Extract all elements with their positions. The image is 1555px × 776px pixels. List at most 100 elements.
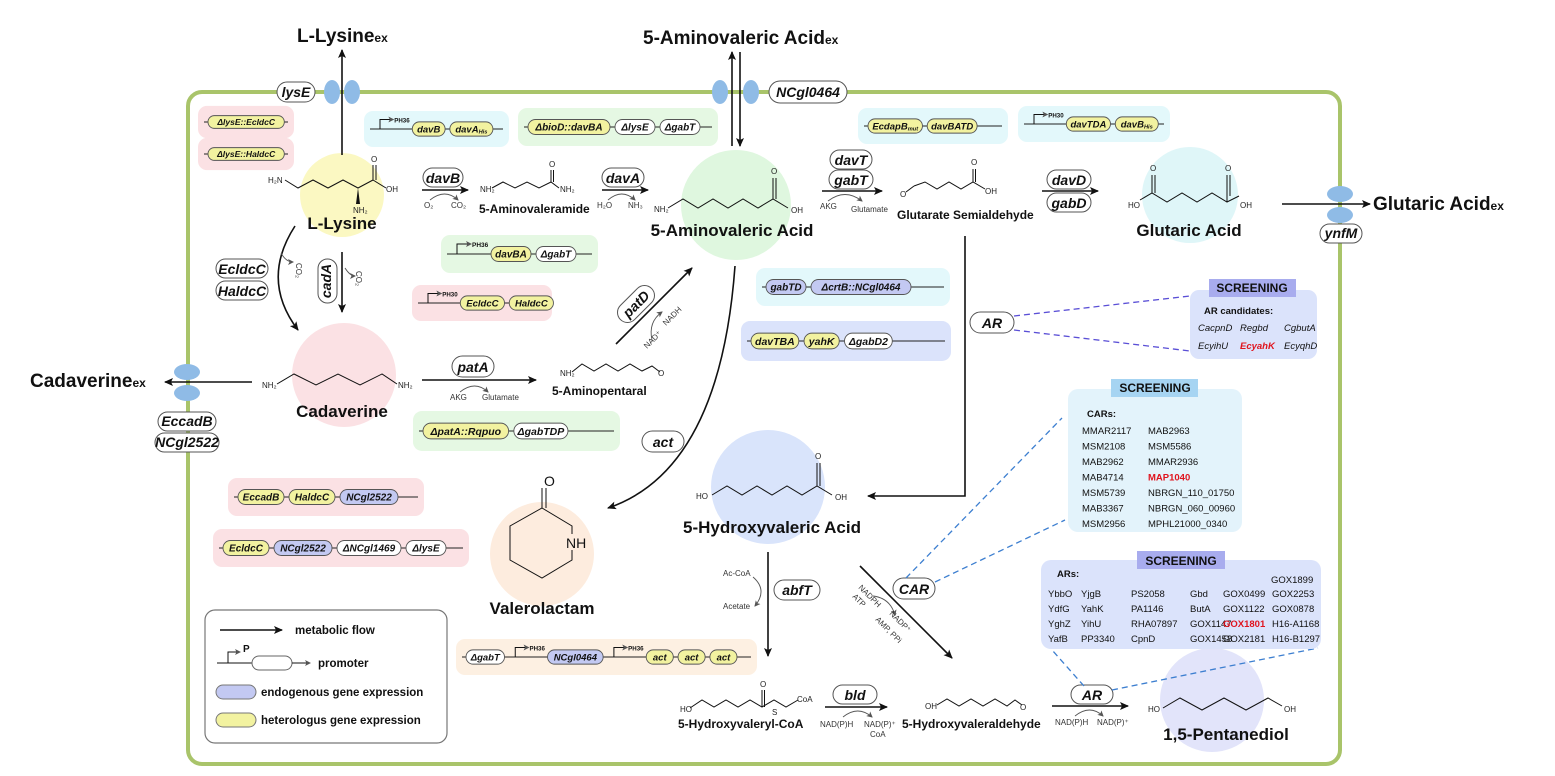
gene-heterologous — [750, 332, 800, 350]
aminopentanal-label: 5-Aminopentaral — [552, 384, 647, 398]
screening-item: H16-B1297 — [1272, 634, 1320, 645]
hydroxyvaleric-structure: HO OH O — [696, 452, 847, 502]
screening-item: YdfG — [1048, 604, 1070, 615]
construct-c10: davTBA yahK ΔgabD2 — [741, 321, 951, 361]
gene-label: EcdapBmut — [872, 121, 919, 132]
screening-item: MPHL21000_0340 — [1148, 519, 1227, 530]
nadp-p-label-2: NAD(P)⁺ — [1097, 718, 1129, 727]
lysine-label: L-Lysine — [307, 214, 376, 233]
screening-item: MSM2956 — [1082, 519, 1125, 530]
screening-item: CgbutA — [1284, 323, 1316, 334]
nadp-p-label-1: NAD(P)⁺ — [864, 720, 896, 729]
gabt-label: gabT — [833, 172, 869, 188]
gene-heterologous — [490, 246, 532, 262]
dava-cofactor-arrow — [607, 193, 636, 201]
screening-item: GOX1147 — [1190, 619, 1232, 630]
act-arrow — [607, 265, 736, 510]
gene-label: davTBA — [755, 336, 795, 348]
screening-item: MMAR2117 — [1082, 426, 1131, 437]
patd-arrow — [615, 267, 693, 345]
car-cofactor-arrow — [872, 595, 897, 616]
ldcc-arrow — [277, 225, 299, 331]
screening-item: Gbd — [1190, 589, 1208, 600]
lys-nh2: NH₂ — [353, 206, 368, 215]
gabd-label: gabD — [1051, 195, 1087, 211]
cada-enzyme: cadA — [317, 258, 338, 304]
davb-cofactor-arrow — [429, 193, 459, 201]
screening-item: CpnD — [1131, 634, 1155, 645]
glutaric-label: Glutaric Acid — [1136, 221, 1241, 240]
cada-co2-arrow — [344, 267, 356, 279]
gene-deletion — [513, 422, 569, 440]
bld-cofactor-arrow — [842, 710, 873, 718]
gene-deletion — [614, 119, 656, 135]
gene-label: gabTD — [769, 283, 801, 294]
act-enzyme: act — [641, 430, 685, 453]
gene-deletion — [465, 649, 505, 665]
gene-deletion — [844, 332, 893, 350]
ecldcc-enzyme: EcldcC — [215, 258, 269, 279]
screening-title-2: SCREENING — [1119, 381, 1190, 395]
gene-heterologous — [867, 118, 923, 134]
gene-label: NCgl0464 — [554, 652, 598, 663]
halo-ava — [681, 150, 791, 260]
promoter-icon — [379, 116, 395, 129]
co2-label: CO₂ — [451, 201, 466, 210]
co2-ldcc-label: CO₂ — [294, 263, 303, 278]
screening-item: PP3340 — [1081, 634, 1115, 645]
promoter-label: PH30 — [1048, 112, 1064, 119]
screening-item: EcyihU — [1198, 341, 1228, 352]
screening-item: MAB3367 — [1082, 504, 1124, 515]
legend-flow-label: metabolic flow — [295, 625, 375, 637]
hydroxyvaleraldehyde-label: 5-Hydroxyvaleraldehyde — [902, 717, 1041, 731]
gene-label: ΔgabT — [470, 652, 501, 663]
ava-label: 5-Aminovaleric Acid — [651, 221, 814, 240]
ar2-enzyme: AR — [1070, 684, 1114, 705]
ava-amide-nh2-left: NH₂ — [480, 185, 495, 194]
gene-heterologous — [422, 422, 510, 440]
cadaverine-structure: NH₂ NH₂ — [262, 373, 413, 390]
car-enzyme: CAR — [892, 577, 936, 600]
promoter-icon — [427, 290, 443, 303]
abft-label: abfT — [782, 582, 813, 598]
val-o: O — [544, 473, 555, 489]
screening-item: PS2058 — [1131, 589, 1165, 600]
gene-label: ΔgabD2 — [848, 336, 888, 348]
gene-label: ΔlysE — [620, 123, 649, 134]
valerolactam-label: Valerolactam — [490, 599, 595, 618]
aminovaleramide-structure: NH₂ NH₂ O — [480, 160, 575, 194]
gsa-oh: OH — [985, 187, 997, 196]
transporter-ncgl0464: NCgl0464 — [712, 80, 848, 104]
ext-glutaric-label: Glutaric Acidex — [1373, 194, 1504, 215]
gene-label: davAHis — [455, 124, 487, 135]
dava-enzyme: davA — [601, 167, 645, 188]
halo-glutaric — [1142, 147, 1238, 243]
nad-label: NAD⁺ — [642, 329, 663, 350]
promoter-icon — [1033, 111, 1049, 124]
davb-enzyme: davB — [422, 167, 464, 188]
ar-label: AR — [981, 315, 1003, 331]
ar-candidates-heading: AR candidates: — [1204, 306, 1273, 317]
gene-label: yahK — [808, 336, 836, 348]
screening-item: GOX0878 — [1272, 604, 1314, 615]
ars-heading: ARs: — [1057, 569, 1079, 580]
screening-item: MMAR2936 — [1148, 457, 1198, 468]
transporter-ynfm: ynfM — [1319, 186, 1363, 244]
glu-o-right: O — [1225, 164, 1231, 173]
hydroxyvaleryl-coa-label: 5-Hydroxyvaleryl-CoA — [678, 717, 804, 731]
screening-item: YghZ — [1048, 619, 1071, 630]
ext-cadaverine-label: Cadaverineex — [30, 371, 146, 392]
aminovaleramide-label: 5-Aminovaleramide — [479, 202, 590, 216]
ava-amide-nh2-right: NH₂ — [560, 185, 575, 194]
gene-heterologous — [1114, 116, 1159, 132]
promoter-label: PH36 — [472, 242, 489, 249]
hvcoa-o: O — [760, 680, 766, 689]
ava-o: O — [771, 167, 777, 176]
